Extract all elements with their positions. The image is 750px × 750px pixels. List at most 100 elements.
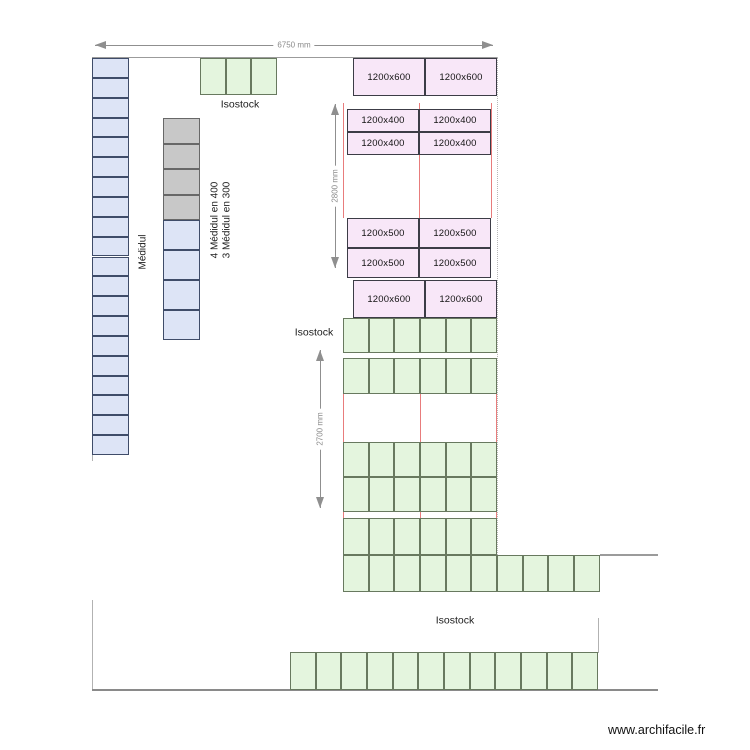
green-cell xyxy=(420,318,446,353)
green-cell xyxy=(420,477,446,512)
green-cell xyxy=(471,358,497,394)
label-line: Isostock xyxy=(220,98,260,111)
green-cell xyxy=(343,358,369,394)
rack-guide-line xyxy=(343,511,344,518)
isostock-row-e[interactable] xyxy=(343,518,497,555)
isostock-bottom-row[interactable] xyxy=(290,652,599,690)
blue-cell xyxy=(92,276,129,297)
pallet-block: 1200x600 xyxy=(425,280,497,318)
blue-cell xyxy=(92,117,129,138)
blue-cell xyxy=(163,250,200,280)
gray-cell xyxy=(163,169,200,195)
blue-cell xyxy=(92,256,129,277)
isostock-row-c[interactable] xyxy=(343,442,497,477)
pallet-block: 1200x400 xyxy=(419,109,491,132)
pallet-block: 1200x500 xyxy=(347,248,419,278)
arrow-left-icon xyxy=(95,40,106,49)
blue-cell xyxy=(163,280,200,310)
green-cell xyxy=(420,518,446,555)
top-wall xyxy=(92,56,497,58)
arrow-up-icon xyxy=(315,350,324,361)
pallet-block: 1200x600 xyxy=(353,58,425,96)
dimension-label: 2800 mm xyxy=(330,165,340,207)
green-cell xyxy=(471,555,497,592)
green-cell xyxy=(445,477,472,512)
blue-cell xyxy=(92,77,129,98)
label-line: 4 Médidul en 400 xyxy=(209,181,221,259)
gray-cell xyxy=(163,194,200,220)
isostock-mid-label: Isostock xyxy=(295,327,334,339)
pallet-block: 1200x600 xyxy=(425,58,497,96)
pallet-block-label: 1200x600 xyxy=(367,293,411,305)
pallet-block-label: 1200x500 xyxy=(361,227,405,239)
green-cell xyxy=(548,555,575,592)
blue-cell xyxy=(92,177,129,197)
pallets-1200x600-top[interactable]: 1200x600 1200x600 xyxy=(353,58,497,96)
pallets-1200x600-bottom[interactable]: 1200x600 1200x600 xyxy=(353,280,497,318)
green-cell xyxy=(420,358,446,394)
blue-cell xyxy=(92,236,129,257)
blue-cell xyxy=(92,137,129,158)
green-cell xyxy=(225,58,252,95)
isostock-row-a[interactable] xyxy=(343,318,497,353)
green-cell xyxy=(420,555,446,592)
rack-guide-line xyxy=(496,511,497,518)
pallet-block-label: 1200x500 xyxy=(361,257,405,269)
height-dimension-2800: 2800 mm xyxy=(329,104,341,268)
green-cell xyxy=(368,318,395,353)
rack-guide-line xyxy=(491,103,492,218)
green-cell xyxy=(445,555,472,592)
green-cell xyxy=(445,518,472,555)
watermark: www.archifacile.fr xyxy=(608,723,706,737)
green-cell xyxy=(392,652,419,690)
medidul-rack2-blue[interactable] xyxy=(163,220,200,340)
dimension-label: 6750 mm xyxy=(273,40,315,50)
green-cell xyxy=(394,477,420,512)
green-cell xyxy=(522,555,549,592)
label-line: Isostock xyxy=(435,614,475,627)
isostock-top-label: Isostock xyxy=(221,99,260,111)
green-cell xyxy=(368,477,395,512)
pallet-block: 1200x400 xyxy=(347,132,419,155)
pallet-block-label: 1200x600 xyxy=(367,71,411,83)
arrow-down-icon xyxy=(330,257,339,268)
green-cell xyxy=(394,518,420,555)
gray-cell xyxy=(163,118,200,144)
green-cell xyxy=(418,652,444,690)
pallet-block-label: 1200x400 xyxy=(433,115,477,126)
green-cell xyxy=(546,652,573,690)
label-line: Médidul xyxy=(137,234,149,270)
pallet-block: 1200x500 xyxy=(419,248,491,278)
left-wall-stub xyxy=(91,455,93,461)
blue-cell xyxy=(92,435,129,455)
medidul-rack[interactable] xyxy=(92,58,129,455)
green-cell xyxy=(251,58,278,95)
arrow-down-icon xyxy=(315,497,324,508)
blue-cell xyxy=(92,196,129,217)
pallet-block-label: 1200x600 xyxy=(439,293,483,305)
pallet-block: 1200x400 xyxy=(419,132,491,155)
blue-cell xyxy=(92,316,129,336)
label-line: Isostock xyxy=(294,326,334,339)
arrow-up-icon xyxy=(330,104,339,115)
pallet-block-label: 1200x400 xyxy=(361,115,405,126)
green-cell xyxy=(420,442,446,477)
pallets-1200x400[interactable]: 1200x400 1200x400 1200x400 1200x400 xyxy=(347,109,491,155)
isostock-row-b[interactable] xyxy=(343,358,497,394)
medidul-label: Médidul xyxy=(137,234,149,269)
green-cell xyxy=(368,442,395,477)
isostock-top[interactable] xyxy=(200,58,278,95)
rack-guide-line xyxy=(420,511,421,518)
pallet-block: 1200x400 xyxy=(347,109,419,132)
isostock-row-f[interactable] xyxy=(343,555,600,592)
rack-guide-line xyxy=(420,394,421,442)
width-dimension-6750: 6750 mm xyxy=(95,39,493,51)
medidul-rack2-gray[interactable] xyxy=(163,118,200,220)
blue-cell xyxy=(92,395,129,416)
pallet-block-label: 1200x400 xyxy=(361,138,405,149)
green-cell xyxy=(469,652,496,690)
green-cell xyxy=(394,555,420,592)
isostock-row-d[interactable] xyxy=(343,477,497,512)
